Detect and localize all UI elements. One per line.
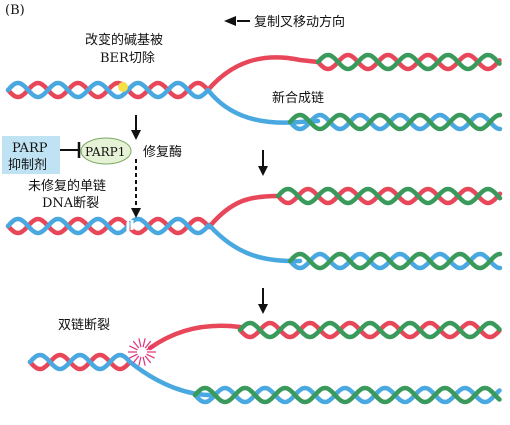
daughter-top-3-strand-b [237,320,502,340]
parental-duplex-1-strand-b [5,80,210,100]
fork-bottom-arm-2 [207,223,303,264]
daughter-top-2-strand-a [275,186,503,206]
daughter-bottom-3-strand-b [192,385,502,405]
dashed-step-arrow [131,159,141,218]
parp1-label: PARP1 [85,145,125,159]
fork-top-arm-1 [205,55,321,93]
dna-strands [5,52,503,405]
parental-fragment-3-strand-b [27,352,132,372]
parp1-enzyme [80,137,132,165]
break-ray [146,345,155,351]
parp-inhibitor-label-line2: 抑制剂 [8,158,47,173]
daughter-bottom-2-strand-a [287,251,503,271]
new-strand-label: 新合成链 [272,90,324,106]
broken-top-arm-3 [147,323,243,351]
parental-duplex-2-strand-b [5,216,212,236]
parp-inhibitor-label-line1: PARP [12,141,48,156]
daughter-bottom-2-strand-b [287,251,503,271]
break-ray [132,355,140,364]
double-strand-break-label: 双链断裂 [58,318,110,333]
break-ray [138,356,142,366]
altered-base-label-line2: BER切除 [100,51,155,66]
daughter-bottom-3-strand-a [192,385,502,405]
step-arrow-2 [258,150,268,176]
daughter-top-1-strand-a [315,52,502,72]
panel-label: (B) [5,3,25,18]
altered-base-marker [118,82,128,92]
daughter-top-2-strand-b [275,186,503,206]
single-strand-break-mark [126,220,134,232]
fork-bottom-arm-1 [205,87,321,125]
fork-direction-label: 复制叉移动方向 [254,14,345,30]
altered-base-label-line1: 改变的碱基被 [85,32,163,48]
parp-inhibitor-box [2,136,60,174]
unrepaired-label-line2: DNA断裂 [42,196,99,211]
break-ray [138,338,142,348]
step-arrow-1 [131,115,141,140]
break-ray [129,345,138,351]
break-ray [144,340,152,349]
fork-bottom-arm-3 [127,359,218,398]
daughter-top-3-strand-a [237,320,502,340]
unrepaired-label-line1: 未修复的单链 [28,178,106,194]
break-ray [146,353,155,359]
fork-top-arm-2 [207,193,281,229]
daughter-top-1-strand-b [315,52,502,72]
daughter-bottom-1-strand-b [287,112,503,132]
double-strand-break-mark [128,338,156,366]
break-ray [132,340,140,349]
break-ray [142,338,146,348]
break-ray [142,356,146,366]
step-arrow-3 [258,288,268,314]
daughter-bottom-1-strand-a [287,112,503,132]
fork-direction-arrow [224,16,250,26]
parental-fragment-3-strand-a [27,352,132,372]
break-ray [129,353,138,359]
repair-enzyme-label: 修复酶 [143,144,182,160]
break-ray [144,355,152,364]
